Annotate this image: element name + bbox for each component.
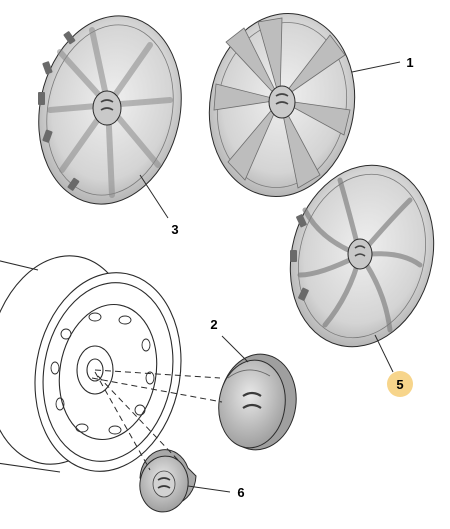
steel-rim-icon — [0, 255, 182, 473]
assembly-lines — [91, 369, 223, 471]
callout-label-2: 2 — [210, 317, 217, 332]
hub-cap-icon — [139, 449, 197, 513]
wheel-cover-icon — [289, 164, 435, 348]
callout-label-6: 6 — [237, 485, 244, 500]
callout-5: 5 — [387, 371, 413, 397]
steel-rim — [0, 255, 182, 473]
center-cap-2 — [218, 353, 297, 451]
callout-2: 2 — [210, 317, 217, 332]
wheel-cover-3 — [38, 15, 182, 205]
callout-label-3: 3 — [171, 222, 178, 237]
wheel-cover-icon — [38, 15, 182, 205]
callout-6: 6 — [237, 485, 244, 500]
callout-label-5: 5 — [396, 377, 403, 392]
leader-lines — [139, 61, 401, 493]
wheel-cover-icon — [208, 13, 356, 197]
hub-cap-6 — [139, 449, 197, 513]
callout-3: 3 — [171, 222, 178, 237]
callout-highlight-5 — [387, 371, 413, 397]
callout-label-1: 1 — [406, 55, 413, 70]
wheel-cover-1 — [208, 13, 356, 197]
center-cap-icon — [218, 353, 297, 451]
callout-1: 1 — [406, 55, 413, 70]
wheel-cover-5 — [289, 164, 435, 348]
